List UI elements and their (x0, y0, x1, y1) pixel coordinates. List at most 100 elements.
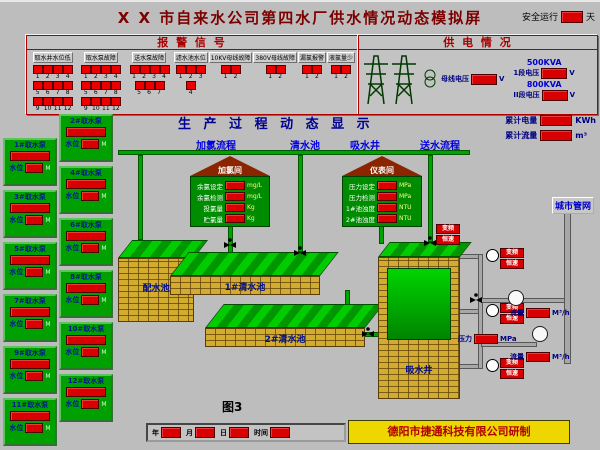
total-energy-row: 累计电量 KWh (505, 115, 596, 126)
alarm-cell[interactable]: 2 (43, 65, 54, 80)
water-level-display (25, 371, 44, 381)
tank-clearwater-1: 1#清水池 (170, 252, 339, 295)
alarm-cell[interactable]: 2 (312, 65, 323, 80)
alarm-cell[interactable]: 10 (91, 97, 102, 112)
water-level-display (81, 139, 100, 149)
alarm-cell[interactable]: 7 (154, 81, 165, 96)
pump-value-display (10, 151, 50, 161)
alarm-cell[interactable]: 7 (53, 81, 64, 96)
water-level-label: 水位 (65, 296, 80, 304)
water-level-label: 水位 (9, 320, 24, 328)
pump-value-display (66, 283, 106, 293)
measure-unit: MPa (399, 193, 412, 200)
alarm-cell[interactable]: 1 (176, 65, 187, 80)
city-network-label: 城市管网 (551, 197, 594, 214)
alarm-cell[interactable]: 4 (159, 65, 170, 80)
section2-voltage-row: II段电压 V (513, 89, 575, 101)
alarm-cell[interactable]: 2 (139, 65, 150, 80)
alarm-cell[interactable]: 5 (134, 81, 145, 96)
pump-name: 7#取水泵 (14, 297, 46, 305)
water-level-unit: M (45, 372, 51, 380)
safe-run-label: 安全运行 (521, 13, 558, 23)
alarm-indicator-light (101, 81, 112, 90)
alarm-cell[interactable]: 3 (53, 65, 64, 80)
delivery-pump-icon[interactable] (486, 304, 499, 317)
transformer-kva-label: 500KVA (526, 57, 562, 67)
alarm-cell[interactable]: 10 (43, 97, 54, 112)
alarm-cell[interactable]: 11 (101, 97, 112, 112)
alarm-cell[interactable]: 4 (186, 81, 197, 96)
date-display (270, 427, 290, 438)
alarm-cell[interactable]: 6 (43, 81, 54, 96)
delivery-pump-icon[interactable] (486, 249, 499, 262)
alarm-cell[interactable]: 2 (275, 65, 286, 80)
valve-icon[interactable] (362, 327, 374, 337)
valve-icon[interactable] (294, 246, 306, 256)
date-label: 年 (152, 428, 159, 437)
meter-unit: MPa (500, 335, 517, 343)
alarm-cell[interactable]: 1 (221, 65, 232, 80)
water-level-label: 水位 (9, 424, 24, 432)
water-level-unit: M (101, 348, 107, 356)
alarm-cell-number: 3 (103, 73, 108, 80)
alarm-cell[interactable]: 7 (101, 81, 112, 96)
alarm-cell-number: 7 (55, 89, 60, 96)
alarm-cell[interactable]: 1 (302, 65, 313, 80)
alarm-cell[interactable]: 1 (33, 65, 44, 80)
house-roof: 仪表间 (342, 156, 422, 176)
alarm-cell[interactable]: 6 (91, 81, 102, 96)
alarm-cell[interactable]: 12 (111, 97, 122, 112)
alarm-cell[interactable]: 3 (149, 65, 160, 80)
alarm-cell-number: 12 (112, 105, 120, 112)
alarm-cell[interactable]: 6 (144, 81, 155, 96)
alarm-cell[interactable]: 2 (186, 65, 197, 80)
alarm-cell-number: 1 (305, 73, 309, 80)
alarm-cell[interactable]: 3 (101, 65, 112, 80)
alarm-indicator-light (53, 65, 64, 74)
alarm-cell[interactable]: 1 (331, 65, 342, 80)
alarm-cell[interactable]: 2 (91, 65, 102, 80)
safe-run-counter: 安全运行 天 (522, 10, 595, 23)
alarm-cell[interactable]: 9 (81, 97, 92, 112)
alarm-cell[interactable]: 8 (63, 81, 74, 96)
alarm-cell[interactable]: 9 (33, 97, 44, 112)
valve-icon[interactable] (224, 238, 236, 248)
alarm-cell[interactable]: 12 (63, 97, 74, 112)
alarm-cell[interactable]: 1 (129, 65, 140, 80)
flow-gauge (508, 290, 524, 306)
alarm-cell[interactable]: 4 (63, 65, 74, 80)
alarm-cell[interactable]: 2 (341, 65, 352, 80)
alarm-cell[interactable]: 4 (111, 65, 122, 80)
valve-icon[interactable] (424, 236, 436, 246)
alarm-cell[interactable]: 3 (196, 65, 207, 80)
delivery-pump-icon[interactable] (486, 359, 499, 372)
pipe-manifold (478, 254, 483, 369)
alarm-cell[interactable]: 11 (53, 97, 64, 112)
water-level-display (25, 319, 44, 329)
alarm-cell[interactable]: 8 (111, 81, 122, 96)
alarm-cell[interactable]: 5 (33, 81, 44, 96)
alarm-cell[interactable]: 2 (231, 65, 242, 80)
alarm-cell-number: 8 (65, 89, 70, 96)
water-level-display (25, 163, 44, 173)
alarm-cell[interactable]: 5 (81, 81, 92, 96)
alarm-cell[interactable]: 1 (265, 65, 276, 80)
valve-icon[interactable] (470, 293, 482, 303)
alarm-cell[interactable]: 1 (81, 65, 92, 80)
